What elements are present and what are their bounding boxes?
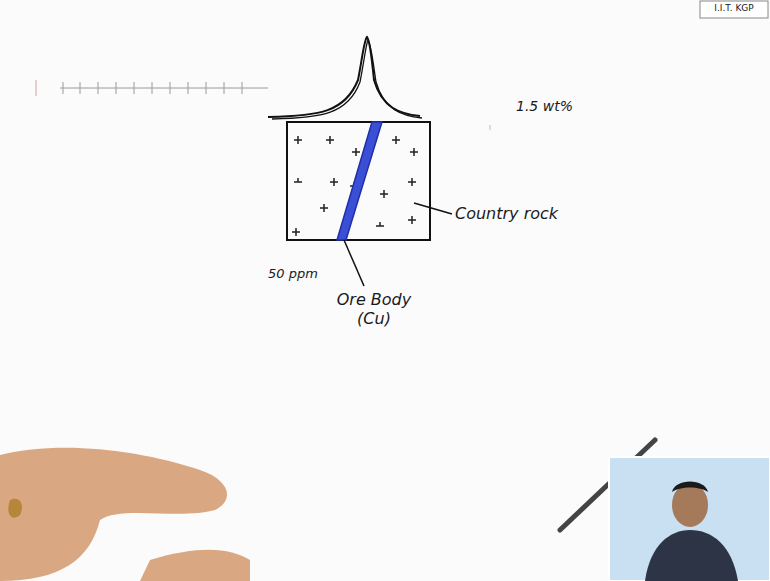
logo-text: I.I.T. KGP	[702, 3, 766, 14]
scale-line	[36, 80, 268, 96]
country-rock-block	[287, 122, 430, 240]
video-inset	[609, 457, 770, 581]
presenter	[672, 482, 708, 493]
background-label: 50 ppm	[268, 266, 318, 282]
ring	[8, 499, 22, 518]
leader-line	[414, 203, 452, 214]
ore-body-label: Ore Body (Cu)	[326, 290, 422, 328]
leader-line	[344, 240, 364, 286]
grade-label: 1.5 wt%	[516, 98, 573, 115]
ore-body-vein	[337, 122, 382, 240]
video-inset	[609, 457, 770, 581]
presenter	[645, 530, 738, 581]
presenter	[672, 483, 708, 527]
anomaly-curve	[272, 40, 422, 119]
country-rock-label: Country rock	[455, 204, 558, 223]
logo-box	[700, 1, 768, 18]
tick-mark	[490, 125, 491, 130]
hand	[140, 550, 250, 581]
